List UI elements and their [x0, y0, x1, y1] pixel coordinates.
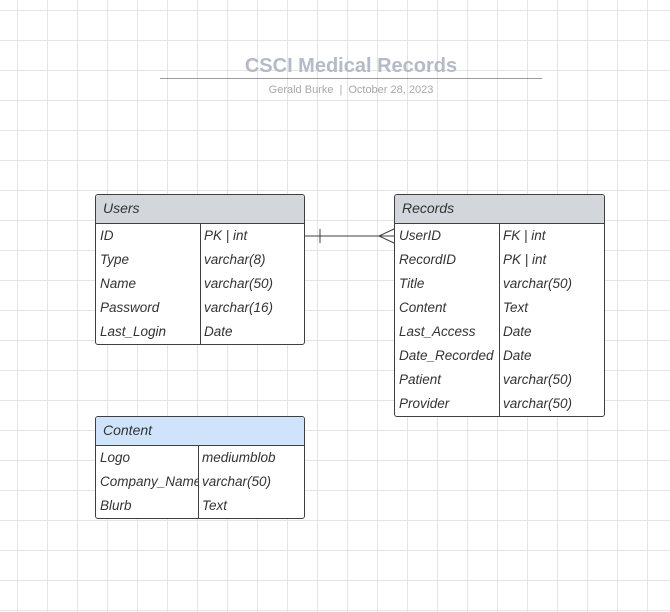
field-name: Password: [96, 296, 201, 320]
table-row[interactable]: ID PK | int: [96, 224, 304, 248]
field-name: Title: [395, 272, 500, 296]
table-row[interactable]: Patient varchar(50): [395, 368, 604, 392]
table-row[interactable]: RecordID PK | int: [395, 248, 604, 272]
author: Gerald Burke: [268, 84, 334, 96]
table-records[interactable]: Records UserID FK | int RecordID PK | in…: [394, 194, 605, 417]
field-name: Date_Recorded: [395, 344, 500, 368]
table-users[interactable]: Users ID PK | int Type varchar(8) Name v…: [95, 194, 305, 345]
title-underline: [160, 78, 542, 79]
date: October 28, 2023: [348, 84, 434, 96]
table-content-body: Logo mediumblob Company_Name varchar(50)…: [96, 446, 304, 518]
table-row[interactable]: Content Text: [395, 296, 604, 320]
table-content[interactable]: Content Logo mediumblob Company_Name var…: [95, 416, 305, 519]
table-records-body: UserID FK | int RecordID PK | int Title …: [395, 224, 604, 416]
field-name: Blurb: [96, 494, 199, 518]
table-users-body: ID PK | int Type varchar(8) Name varchar…: [96, 224, 304, 344]
diagram-title: CSCI Medical Records: [244, 55, 458, 77]
crows-foot-lower: [378, 235, 395, 244]
field-type: varchar(50): [503, 396, 573, 411]
table-content-header[interactable]: Content: [96, 417, 304, 446]
table-row[interactable]: Blurb Text: [96, 494, 304, 518]
field-name: RecordID: [395, 248, 500, 272]
table-row[interactable]: UserID FK | int: [395, 224, 604, 248]
field-name: ID: [96, 224, 201, 248]
field-type: varchar(50): [204, 276, 274, 291]
field-type: varchar(50): [503, 276, 573, 291]
table-row[interactable]: Date_Recorded Date: [395, 344, 604, 368]
field-name: Name: [96, 272, 201, 296]
table-users-header[interactable]: Users: [96, 195, 304, 224]
field-type: varchar(50): [202, 474, 272, 489]
table-records-header[interactable]: Records: [395, 195, 604, 224]
field-type: PK | int: [204, 228, 248, 243]
table-row[interactable]: Provider varchar(50): [395, 392, 604, 416]
field-type: varchar(16): [204, 300, 274, 315]
field-name: Provider: [395, 392, 500, 416]
diagram-subtitle: Gerald Burke | October 28, 2023: [160, 84, 542, 96]
field-type: Date: [204, 324, 233, 339]
field-type: Text: [202, 498, 228, 513]
table-row[interactable]: Title varchar(50): [395, 272, 604, 296]
field-name: Last_Access: [395, 320, 500, 344]
field-type: PK | int: [503, 252, 547, 267]
table-row[interactable]: Last_Access Date: [395, 320, 604, 344]
field-name: Content: [395, 296, 500, 320]
field-type: mediumblob: [202, 450, 276, 465]
field-name: Patient: [395, 368, 500, 392]
table-row[interactable]: Logo mediumblob: [96, 446, 304, 470]
subtitle-separator: |: [339, 84, 343, 96]
crows-foot-upper: [378, 228, 395, 237]
field-type: varchar(8): [204, 252, 266, 267]
table-row[interactable]: Type varchar(8): [96, 248, 304, 272]
field-name: Company_Name: [96, 470, 199, 494]
table-row[interactable]: Last_Login Date: [96, 320, 304, 344]
field-type: Date: [503, 324, 532, 339]
field-type: Date: [503, 348, 532, 363]
field-type: Text: [503, 300, 529, 315]
table-row[interactable]: Password varchar(16): [96, 296, 304, 320]
field-name: Logo: [96, 446, 199, 470]
table-row[interactable]: Name varchar(50): [96, 272, 304, 296]
field-type: FK | int: [503, 228, 546, 243]
table-row[interactable]: Company_Name varchar(50): [96, 470, 304, 494]
field-name: Last_Login: [96, 320, 201, 344]
field-name: UserID: [395, 224, 500, 248]
field-name: Type: [96, 248, 201, 272]
field-type: varchar(50): [503, 372, 573, 387]
